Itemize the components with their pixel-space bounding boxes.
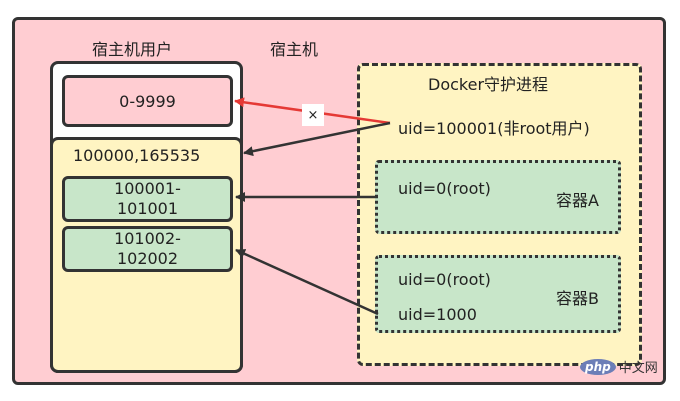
- sub-range-b-line1: 101002-: [114, 229, 181, 248]
- sub-range-a: 100001- 101001: [62, 176, 233, 222]
- sub-range-b-line2: 102002: [116, 249, 179, 268]
- watermark-text: 中文网: [618, 361, 658, 376]
- arrow-to-subuid-range: [243, 121, 391, 157]
- container-b-uid-root: uid=0(root): [398, 270, 491, 289]
- docker-daemon-label: Docker守护进程: [428, 75, 549, 94]
- watermark: php 中文网: [580, 357, 658, 376]
- container-a-label: 容器A: [556, 191, 599, 210]
- container-a-uid: uid=0(root): [398, 179, 491, 198]
- sub-range-a-line1: 100001-: [114, 179, 181, 198]
- blocked-x-text: ×: [307, 107, 319, 123]
- container-b-label: 容器B: [556, 289, 599, 308]
- host-machine-label: 宿主机: [270, 40, 319, 59]
- sub-range-b: 101002- 102002: [62, 226, 233, 272]
- blocked-x-marker: ×: [302, 104, 324, 126]
- host-users-label: 宿主机用户: [92, 40, 173, 59]
- arrow-container-b: [235, 248, 379, 316]
- host-range-0-9999: 0-9999: [62, 75, 233, 127]
- subuid-range-text: 100000,165535: [73, 146, 201, 165]
- host-range-top-text: 0-9999: [119, 91, 176, 111]
- container-a-box: [375, 160, 621, 234]
- container-b-uid-user: uid=1000: [398, 305, 477, 324]
- sub-range-a-line2: 101001: [116, 199, 179, 218]
- docker-uid-label: uid=100001(非root用户): [398, 119, 590, 138]
- container-b-box: [375, 255, 621, 333]
- php-logo-icon: php: [580, 358, 616, 375]
